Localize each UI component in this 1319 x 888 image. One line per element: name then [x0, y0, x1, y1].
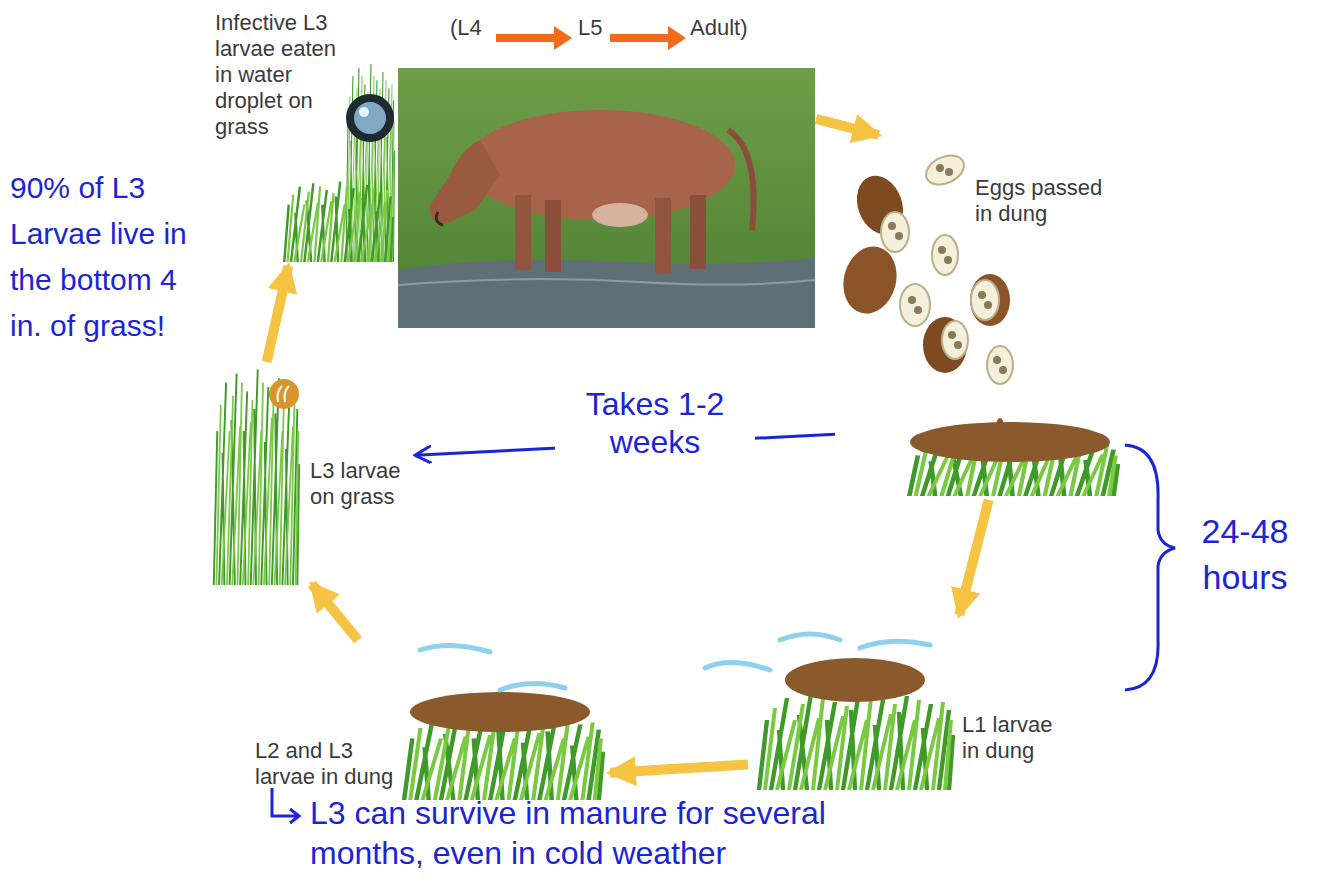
cow-leg	[655, 198, 671, 274]
orange-arrow	[496, 26, 572, 50]
duration-note: 24-48 hours	[1180, 508, 1310, 600]
eggs-in-dung	[836, 150, 1118, 496]
droplet-shine	[359, 107, 369, 117]
cow-tail	[728, 130, 754, 230]
pond	[398, 258, 815, 328]
survival-note: L3 can survive in manure for several mon…	[310, 793, 910, 873]
dung-pat	[410, 692, 590, 732]
cycle-arrow	[312, 584, 358, 640]
cow-muzzle	[436, 212, 443, 225]
larva-icon-mark	[278, 386, 290, 402]
cow-leg	[690, 195, 706, 269]
cycle-arrow	[959, 500, 989, 615]
cow-leg	[515, 195, 531, 270]
droplet-globe	[354, 102, 386, 134]
stage-label: L5	[578, 15, 602, 41]
l2-l3-stage: L2 and L3 larvae in dung	[250, 640, 610, 800]
l2-l3-dung	[404, 645, 603, 800]
water-droplet	[346, 94, 394, 142]
edge-label: Takes 1-2 weeks	[555, 385, 755, 461]
l3-grass	[214, 369, 299, 585]
cycle-arrow	[816, 119, 879, 135]
stage-label: L1 larvae in dung	[962, 712, 1066, 764]
larva-icon	[269, 379, 299, 409]
cycle-arrow	[267, 266, 289, 362]
l3-grass-stage: L3 larvae on grass	[200, 362, 415, 584]
stage-label: L2 and L3 larvae in dung	[255, 738, 405, 790]
dung-pat	[785, 658, 925, 702]
pasture	[398, 68, 815, 328]
stage-label: Adult)	[690, 15, 747, 41]
stage-label: Infective L3 larvae eaten in water dropl…	[215, 10, 340, 140]
larvae	[705, 634, 930, 670]
infective-stage: Infective L3 larvae eaten in water dropl…	[212, 8, 398, 266]
stage-label: (L4	[450, 15, 482, 41]
larvae	[420, 645, 565, 690]
curly-bracket	[1125, 445, 1175, 690]
cycle-arrow	[610, 764, 748, 772]
pond-ripple	[398, 279, 815, 285]
host-stage: (L4 L5 Adult)	[398, 15, 816, 330]
cow-leg	[545, 200, 561, 272]
dung-lump	[923, 317, 967, 373]
grass-note: 90% of L3 Larvae live in the bottom 4 in…	[10, 165, 210, 349]
hook-arrow	[272, 788, 299, 823]
dung-lump	[970, 274, 1010, 326]
egg-stage: Eggs passed in dung	[835, 135, 1125, 500]
dung-pat	[910, 422, 1110, 462]
stage-label: L3 larvae on grass	[310, 458, 412, 510]
cow-head	[430, 140, 500, 224]
cow-udder	[592, 203, 648, 227]
orange-arrow	[610, 26, 686, 50]
cow-photo	[398, 68, 815, 328]
l1-stage: L1 larvae in dung	[748, 615, 1068, 795]
stage-label: Eggs passed in dung	[975, 175, 1115, 227]
dung-tip	[996, 418, 1004, 434]
